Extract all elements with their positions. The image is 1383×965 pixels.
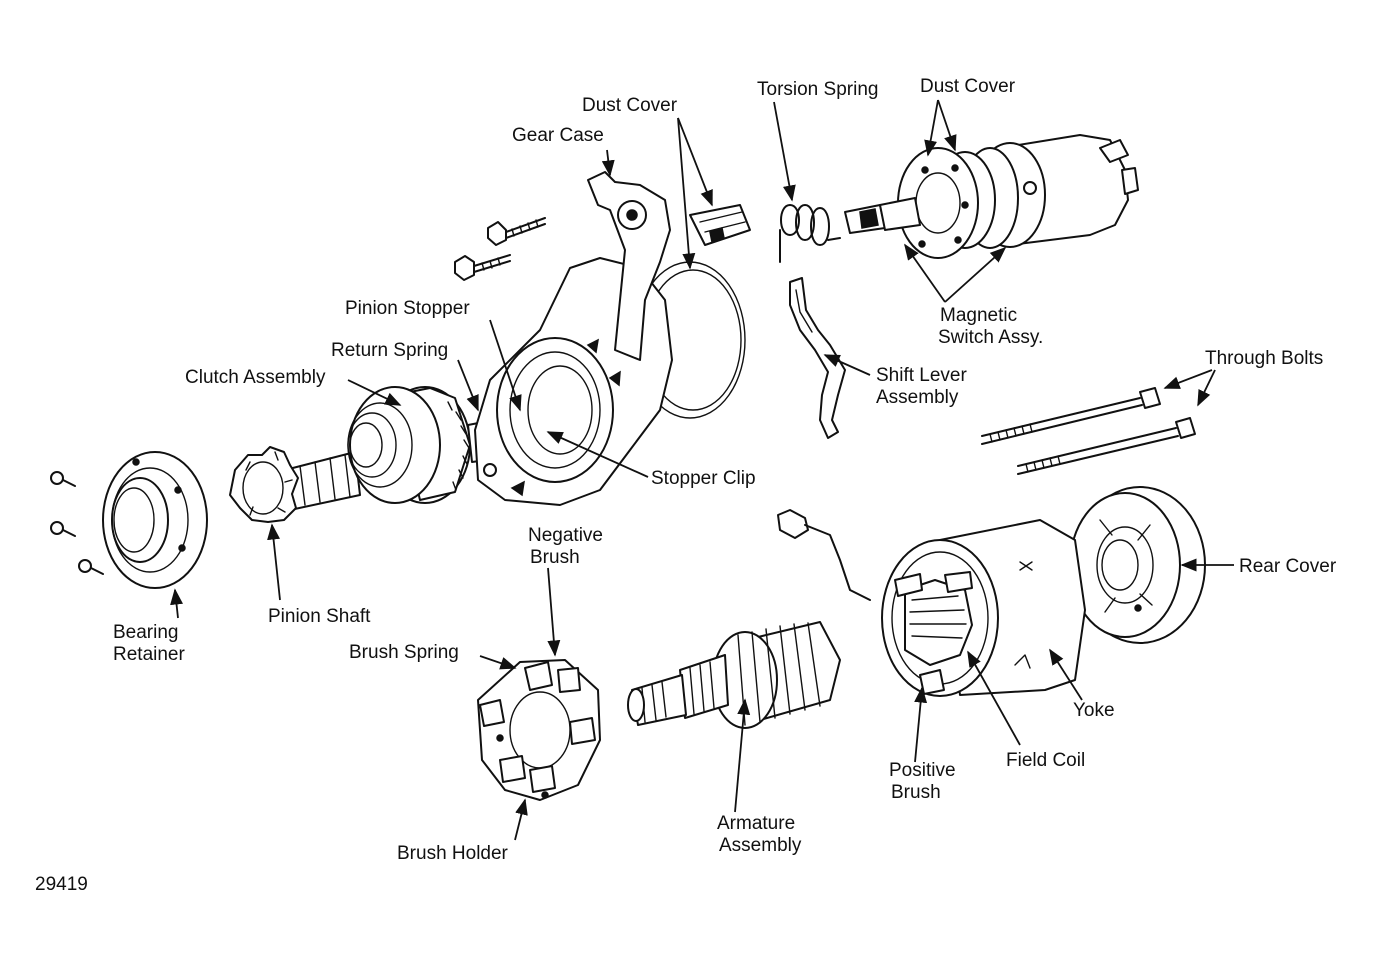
shift-lever-assembly	[789, 277, 846, 439]
label-negative-brush-line1: Negative	[528, 525, 603, 546]
label-gear-case: Gear Case	[512, 125, 604, 146]
label-rear-cover: Rear Cover	[1239, 556, 1337, 577]
label-negative-brush-line2: Brush	[530, 547, 580, 568]
label-brush-spring: Brush Spring	[349, 642, 459, 663]
label-bearing-retainer-line2: Retainer	[113, 644, 185, 665]
label-return-spring: Return Spring	[331, 340, 448, 361]
label-magnetic-switch-line2: Switch Assy.	[938, 327, 1043, 348]
pinion-shaft	[229, 446, 361, 523]
label-torsion-spring: Torsion Spring	[757, 79, 878, 100]
label-shift-lever-line1: Shift Lever	[876, 365, 967, 386]
label-pinion-stopper: Pinion Stopper	[345, 298, 470, 319]
label-armature-line2: Assembly	[719, 835, 802, 856]
label-shift-lever-line2: Assembly	[876, 387, 959, 408]
torsion-spring-part	[779, 204, 841, 263]
label-dust-cover-left: Dust Cover	[582, 95, 678, 116]
through-bolts-part	[981, 387, 1196, 475]
lead-wire	[777, 509, 871, 601]
leader-lines	[170, 99, 1234, 841]
gear-case	[474, 171, 746, 506]
gear-case-bolts	[454, 217, 546, 281]
label-positive-brush-line1: Positive	[889, 760, 956, 781]
brush-holder-part	[477, 659, 601, 801]
bearing-retainer	[102, 451, 208, 589]
magnetic-switch-assembly	[844, 134, 1139, 259]
rear-cover-part	[1069, 486, 1206, 644]
label-through-bolts: Through Bolts	[1205, 348, 1323, 369]
label-yoke: Yoke	[1073, 700, 1115, 721]
label-clutch-assembly: Clutch Assembly	[185, 367, 326, 388]
label-stopper-clip: Stopper Clip	[651, 468, 756, 489]
label-brush-holder: Brush Holder	[397, 843, 509, 864]
bearing-retainer-bolts	[50, 471, 104, 575]
label-pinion-shaft: Pinion Shaft	[268, 606, 371, 627]
label-positive-brush-line2: Brush	[891, 782, 941, 803]
dust-cover-gear	[689, 204, 751, 246]
armature-assembly-part	[627, 621, 841, 729]
field-coil-part	[894, 571, 973, 695]
label-bearing-retainer-line1: Bearing	[113, 622, 179, 643]
figure-number: 29419	[35, 874, 88, 895]
label-armature-line1: Armature	[717, 813, 795, 834]
label-field-coil: Field Coil	[1006, 750, 1085, 771]
label-magnetic-switch-line1: Magnetic	[940, 305, 1017, 326]
label-dust-cover-right: Dust Cover	[920, 76, 1016, 97]
part-labels: Dust Cover Gear Case Torsion Spring Dust…	[35, 76, 1337, 895]
